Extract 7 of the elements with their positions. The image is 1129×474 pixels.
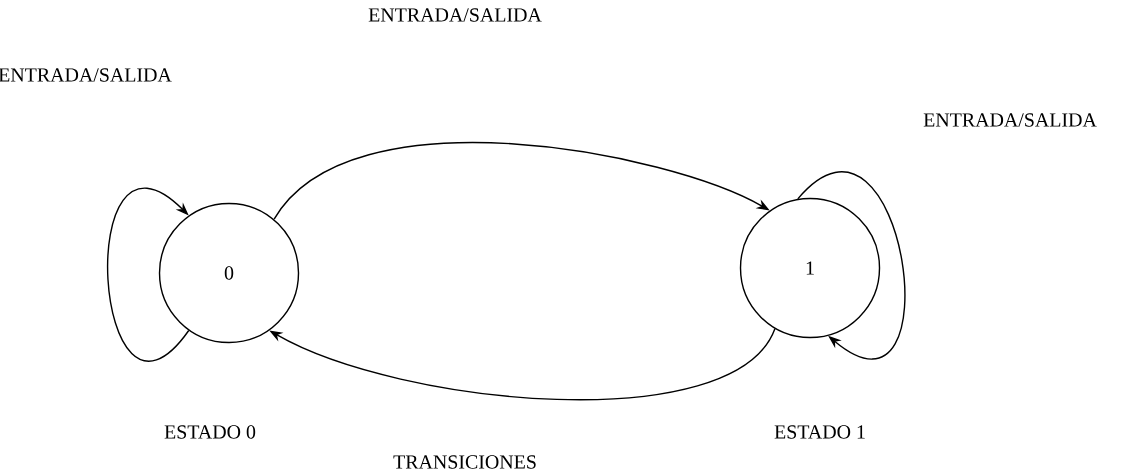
text-label: ENTRADA/SALIDA (368, 8, 542, 22)
text-label: ESTADO 0 (164, 425, 256, 439)
arrow (797, 171, 906, 359)
text-label: ESTADO 1 (774, 425, 865, 439)
text-label: TRANSICIONES (393, 455, 536, 469)
arrow (107, 188, 190, 362)
edge-label: ENTRADA/SALIDA (922, 112, 1099, 128)
